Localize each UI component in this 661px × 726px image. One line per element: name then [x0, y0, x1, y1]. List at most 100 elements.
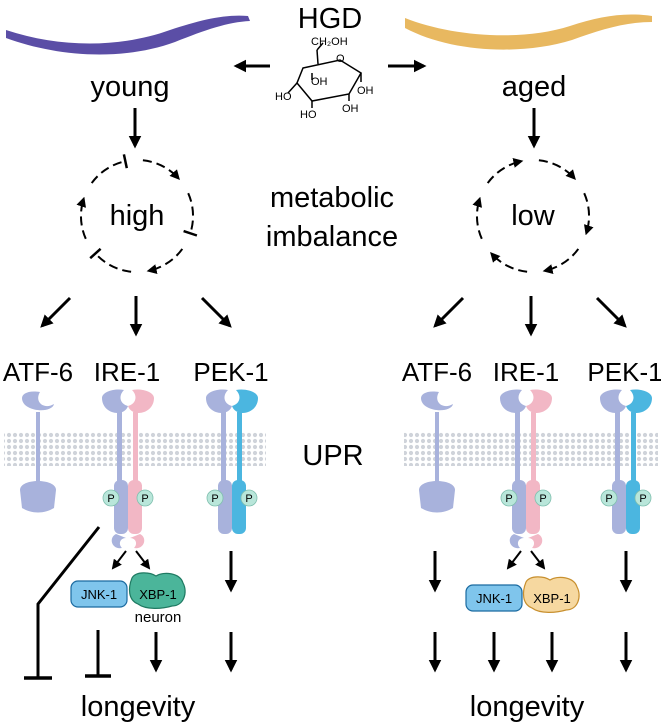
imbalance-label: imbalance — [266, 221, 398, 253]
sensor-lumen-domain-b — [128, 389, 154, 413]
sensor-stalk-b — [531, 412, 536, 494]
left-atf6-label: ATF-6 — [3, 357, 73, 387]
left-neuron-label: neuron — [135, 609, 182, 626]
phospho-circle — [206, 489, 224, 507]
ire1-rnase-b — [130, 534, 145, 549]
phospho-label: P — [639, 493, 646, 505]
cycle-inhibition-bar — [89, 247, 102, 260]
atf6-lumen-domain — [421, 391, 453, 411]
sensor-kinase-b — [626, 480, 640, 534]
sensor-lumen-domain-a — [500, 389, 526, 413]
cycle-segment — [146, 248, 184, 275]
sensor-lumen-domain-b — [526, 389, 552, 413]
cycle-segment — [142, 159, 180, 180]
left-jnk-label: JNK-1 — [81, 587, 117, 602]
sensor-stalk-b — [133, 412, 138, 494]
sensor-kinase-b — [526, 480, 540, 534]
sensor-lumen-domain-a — [600, 389, 626, 413]
phospho-label: P — [141, 493, 148, 505]
young-worm — [6, 15, 250, 55]
right-xbp-label: XBP-1 — [533, 591, 571, 606]
cycle-segment — [538, 159, 576, 180]
young-label: young — [90, 71, 169, 103]
right-pek1-label: PEK-1 — [587, 357, 661, 387]
sensor-stalk-a — [221, 412, 226, 494]
left-xbp-shape — [128, 572, 186, 609]
cycle-segment — [583, 192, 594, 236]
phospho-label: P — [245, 493, 252, 505]
right-longevity-label: longevity — [470, 691, 585, 723]
chem-ho-2: HO — [300, 109, 317, 121]
cycle-segment — [490, 252, 528, 273]
compound-label: HGD — [298, 3, 362, 35]
cycle-segment — [486, 157, 524, 184]
atf6-stalk — [36, 412, 40, 486]
ire1-rnase-b — [528, 534, 543, 549]
sensor-stalk-b — [237, 412, 242, 494]
phospho-label: P — [539, 493, 546, 505]
sensor-stalk-a — [117, 412, 122, 494]
high-label: high — [110, 200, 165, 232]
phospho-label: P — [107, 493, 114, 505]
sensor-lumen-domain-b — [232, 389, 258, 413]
sensor-kinase-b — [128, 480, 142, 534]
arrow-left-ire1-to-xbp — [135, 550, 151, 570]
sensor-kinase-a — [512, 480, 526, 534]
chem-ring-o: O — [336, 53, 345, 65]
left-longevity-label: longevity — [81, 691, 196, 723]
metabolic-label: metabolic — [270, 182, 394, 214]
sensor-stalk-b — [631, 412, 636, 494]
phospho-label: P — [605, 493, 612, 505]
sensor-kinase-b — [232, 480, 246, 534]
phospho-circle — [102, 489, 120, 507]
atf6-cytosolic-domain — [419, 481, 455, 513]
left-pek1-label: PEK-1 — [193, 357, 268, 387]
atf6-stalk — [435, 412, 439, 486]
sensor-lumen-domain-b — [626, 389, 652, 413]
high-metabolic-cycle — [76, 154, 198, 275]
phospho-circle — [634, 489, 652, 507]
chem-ho-1: HO — [275, 91, 292, 103]
cycle-segment — [542, 248, 580, 275]
sensor-kinase-a — [218, 480, 232, 534]
cycle-inhibition-bar — [122, 154, 129, 169]
ire1-rnase-a — [509, 534, 524, 549]
atf6-lumen-domain — [22, 391, 54, 411]
arrow-left-pek1 — [200, 296, 232, 328]
low-label: low — [511, 200, 556, 232]
sensor-stalk-a — [515, 412, 520, 494]
phospho-circle — [600, 489, 618, 507]
upr-label: UPR — [302, 440, 363, 472]
phospho-label: P — [211, 493, 218, 505]
arrow-right-pek1 — [595, 296, 627, 328]
arrow-left-atf6 — [40, 296, 72, 328]
right-atf6-label: ATF-6 — [402, 357, 472, 387]
cycle-segment — [94, 252, 132, 273]
right-ire1-to-xbp — [530, 550, 546, 570]
phospho-circle — [136, 489, 154, 507]
ire1-rnase-a — [111, 534, 126, 549]
atf6-cytosolic-domain — [20, 481, 56, 513]
right-ire1-to-jnk — [506, 550, 522, 570]
phospho-circle — [500, 489, 518, 507]
cycle-segment — [76, 196, 87, 240]
cycle-inhibition-bar — [183, 229, 198, 237]
left-xbp-label: XBP-1 — [139, 587, 177, 602]
glucose-structure-icon — [287, 42, 363, 108]
right-ire1-label: IRE-1 — [493, 357, 559, 387]
sensor-lumen-domain-a — [206, 389, 232, 413]
right-jnk-label: JNK-1 — [476, 591, 512, 606]
left-atf6-inhibition — [36, 526, 101, 678]
arrow-right-atf6 — [433, 296, 465, 328]
chem-oh-3: OH — [357, 85, 374, 97]
cycle-segment — [90, 160, 126, 184]
left-ire1-label: IRE-1 — [94, 357, 160, 387]
left-jnk-box — [70, 580, 128, 608]
aged-label: aged — [502, 71, 567, 103]
sensor-kinase-a — [612, 480, 626, 534]
phospho-label: P — [505, 493, 512, 505]
arrow-left-ire1-to-jnk — [111, 550, 127, 570]
